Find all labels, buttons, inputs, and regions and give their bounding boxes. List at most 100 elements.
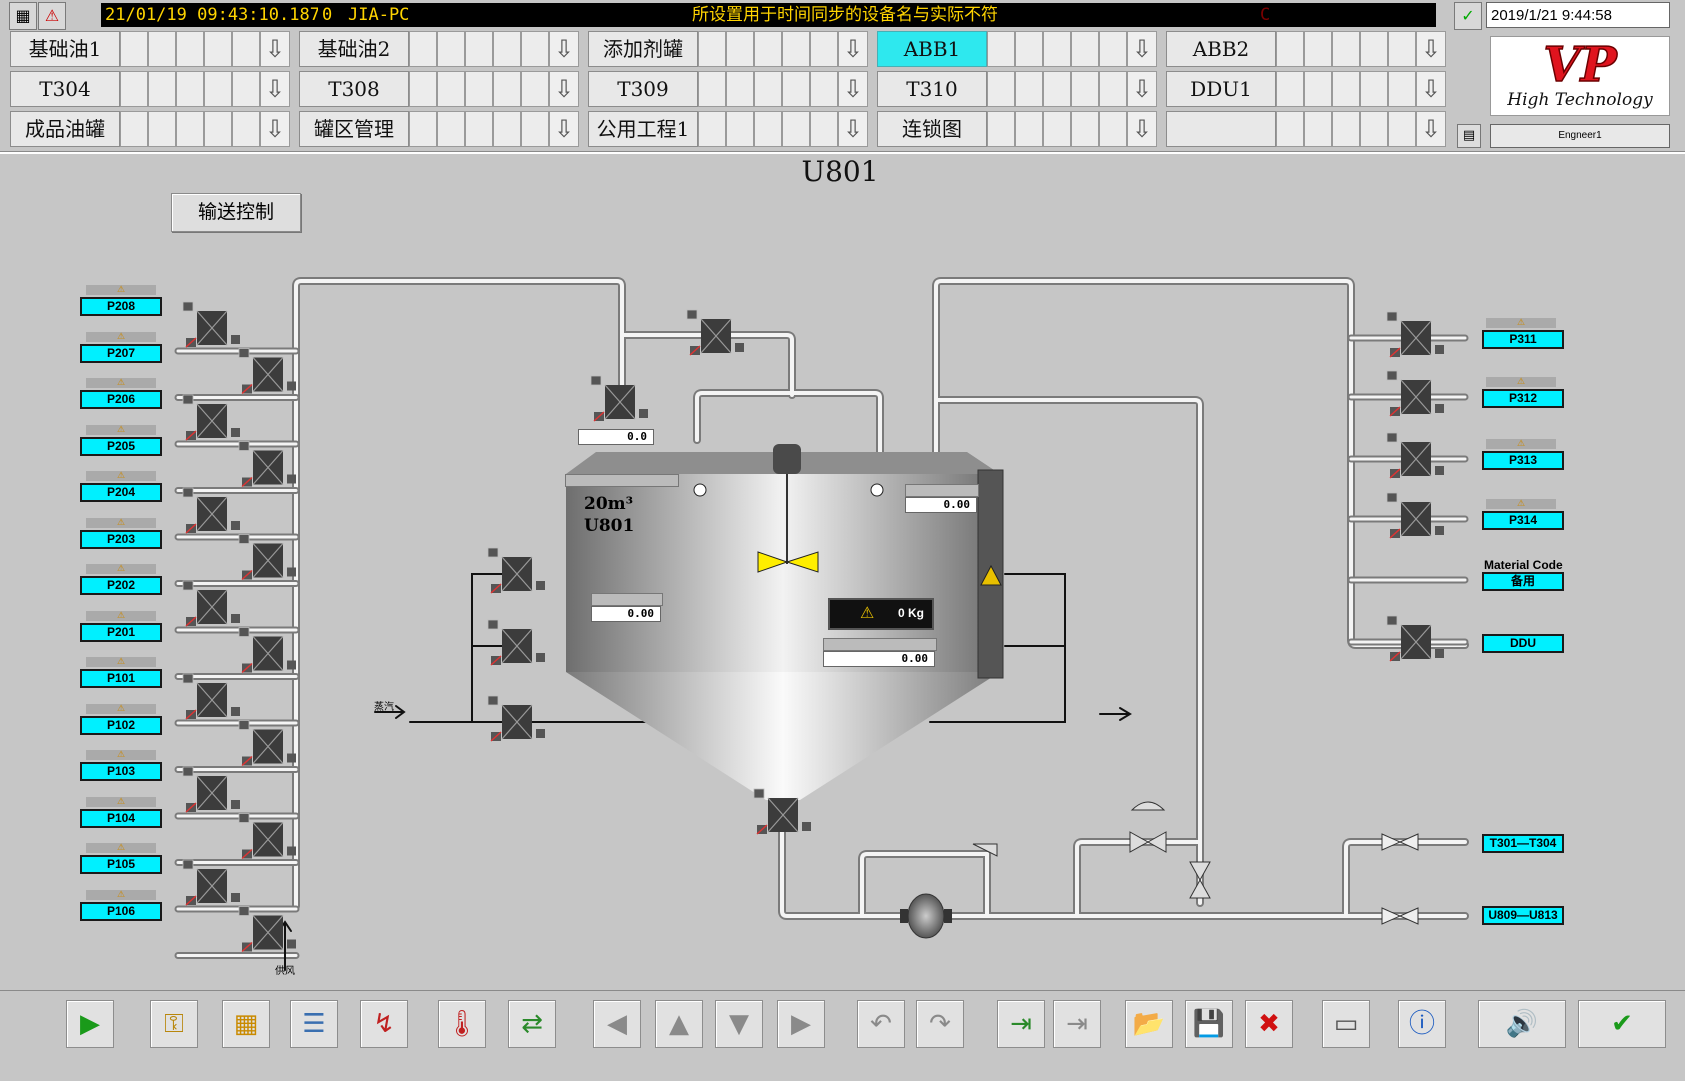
arrow-down-icon[interactable]: ▼ bbox=[715, 1000, 763, 1048]
valve-t301[interactable] bbox=[1381, 833, 1419, 851]
nav-slot[interactable] bbox=[521, 31, 549, 67]
nav-slot[interactable] bbox=[120, 31, 148, 67]
nav-slot[interactable] bbox=[232, 31, 260, 67]
transfer-pump[interactable] bbox=[900, 893, 952, 939]
nav-button[interactable]: ABB1 bbox=[877, 31, 987, 67]
destination-tag[interactable]: P313 bbox=[1482, 451, 1564, 470]
source-tag[interactable]: P204 bbox=[80, 483, 162, 502]
nav-slot[interactable] bbox=[698, 31, 726, 67]
nav-slot[interactable] bbox=[148, 111, 176, 147]
nav-slot[interactable] bbox=[987, 111, 1015, 147]
dropdown-arrow-icon[interactable]: ⇩ bbox=[1127, 31, 1157, 67]
nav-slot[interactable] bbox=[1388, 31, 1416, 67]
relief-valve[interactable] bbox=[972, 843, 998, 857]
nav-slot[interactable] bbox=[232, 71, 260, 107]
nav-button[interactable] bbox=[1166, 111, 1276, 147]
source-valve[interactable] bbox=[238, 626, 297, 674]
nav-slot[interactable] bbox=[1099, 31, 1127, 67]
dropdown-arrow-icon[interactable]: ⇩ bbox=[260, 111, 290, 147]
destination-tag[interactable]: DDU bbox=[1482, 634, 1564, 653]
nav-slot[interactable] bbox=[726, 71, 754, 107]
calendar-icon[interactable]: ▦ bbox=[9, 2, 37, 30]
nav-slot[interactable] bbox=[754, 31, 782, 67]
nav-slot[interactable] bbox=[1276, 111, 1304, 147]
keys-icon[interactable]: ⚿ bbox=[150, 1000, 198, 1048]
new-report-icon[interactable]: ▦ bbox=[222, 1000, 270, 1048]
nav-button[interactable]: 基础油1 bbox=[10, 31, 120, 67]
dropdown-arrow-icon[interactable]: ⇩ bbox=[549, 71, 579, 107]
nav-slot[interactable] bbox=[148, 71, 176, 107]
source-tag[interactable]: P104 bbox=[80, 808, 162, 828]
nav-slot[interactable] bbox=[1043, 31, 1071, 67]
source-valve[interactable] bbox=[182, 487, 241, 534]
nav-slot[interactable] bbox=[810, 31, 838, 67]
control-valve[interactable] bbox=[1129, 831, 1167, 853]
valve-steam-1[interactable] bbox=[487, 547, 546, 594]
nav-slot[interactable] bbox=[1304, 71, 1332, 107]
dropdown-arrow-icon[interactable]: ⇩ bbox=[1127, 111, 1157, 147]
nav-button[interactable]: ABB2 bbox=[1166, 31, 1276, 67]
nav-slot[interactable] bbox=[120, 111, 148, 147]
nav-slot[interactable] bbox=[754, 111, 782, 147]
source-valve[interactable] bbox=[182, 580, 241, 627]
import-icon[interactable]: ⇥ bbox=[997, 1000, 1045, 1048]
dropdown-arrow-icon[interactable]: ⇩ bbox=[1416, 31, 1446, 67]
source-tag[interactable]: P102 bbox=[80, 715, 162, 735]
source-valve[interactable] bbox=[182, 766, 241, 813]
nav-button[interactable]: 罐区管理 bbox=[299, 111, 409, 147]
nav-slot[interactable] bbox=[409, 71, 437, 107]
nav-slot[interactable] bbox=[176, 111, 204, 147]
source-valve[interactable] bbox=[182, 394, 241, 441]
nav-button[interactable]: 成品油罐 bbox=[10, 111, 120, 147]
dropdown-arrow-icon[interactable]: ⇩ bbox=[1127, 71, 1157, 107]
source-valve[interactable] bbox=[182, 859, 241, 906]
dropdown-arrow-icon[interactable]: ⇩ bbox=[1416, 111, 1446, 147]
dropdown-arrow-icon[interactable]: ⇩ bbox=[260, 71, 290, 107]
nav-slot[interactable] bbox=[698, 71, 726, 107]
arrow-right-icon[interactable]: ▶ bbox=[777, 1000, 825, 1048]
source-tag[interactable]: P207 bbox=[80, 343, 162, 363]
nav-slot[interactable] bbox=[1071, 111, 1099, 147]
nav-slot[interactable] bbox=[1276, 31, 1304, 67]
play-icon[interactable]: ▶ bbox=[66, 1000, 114, 1048]
source-tag[interactable]: P202 bbox=[80, 576, 162, 595]
dropdown-arrow-icon[interactable]: ⇩ bbox=[1416, 71, 1446, 107]
source-tag[interactable]: P205 bbox=[80, 436, 162, 456]
source-tag[interactable]: P201 bbox=[80, 622, 162, 642]
source-valve[interactable] bbox=[182, 673, 241, 720]
open-folder-icon[interactable]: 📂 bbox=[1125, 1000, 1173, 1048]
nav-slot[interactable] bbox=[409, 111, 437, 147]
nav-slot[interactable] bbox=[120, 71, 148, 107]
nav-slot[interactable] bbox=[1360, 31, 1388, 67]
undo-icon[interactable]: ↶ bbox=[857, 1000, 905, 1048]
nav-slot[interactable] bbox=[698, 111, 726, 147]
nav-slot[interactable] bbox=[1304, 31, 1332, 67]
convey-control-button[interactable]: 输送控制 bbox=[171, 193, 301, 232]
nav-slot[interactable] bbox=[1099, 111, 1127, 147]
nav-slot[interactable] bbox=[1043, 111, 1071, 147]
nav-button[interactable]: T309 bbox=[588, 71, 698, 107]
nav-slot[interactable] bbox=[437, 31, 465, 67]
nav-slot[interactable] bbox=[1015, 31, 1043, 67]
nav-slot[interactable] bbox=[1332, 111, 1360, 147]
nav-slot[interactable] bbox=[782, 31, 810, 67]
save-icon[interactable]: 💾 bbox=[1185, 1000, 1233, 1048]
dest-tag-u809[interactable]: U809—U813 bbox=[1482, 906, 1564, 925]
source-tag[interactable]: P203 bbox=[80, 529, 162, 549]
source-valve[interactable] bbox=[182, 301, 241, 348]
nav-slot[interactable] bbox=[1360, 71, 1388, 107]
dropdown-arrow-icon[interactable]: ⇩ bbox=[549, 31, 579, 67]
nav-button[interactable]: T308 bbox=[299, 71, 409, 107]
nav-slot[interactable] bbox=[1304, 111, 1332, 147]
nav-slot[interactable] bbox=[1332, 31, 1360, 67]
dropdown-arrow-icon[interactable]: ⇩ bbox=[838, 31, 868, 67]
bypass-valve[interactable] bbox=[1189, 861, 1211, 899]
source-tag[interactable]: P208 bbox=[80, 297, 162, 316]
nav-slot[interactable] bbox=[782, 71, 810, 107]
nav-slot[interactable] bbox=[465, 31, 493, 67]
nav-slot[interactable] bbox=[782, 111, 810, 147]
nav-slot[interactable] bbox=[1360, 111, 1388, 147]
nav-slot[interactable] bbox=[204, 31, 232, 67]
checklist-icon[interactable]: ✓ bbox=[1454, 2, 1482, 30]
monitor-icon[interactable]: ▭ bbox=[1322, 1000, 1370, 1048]
